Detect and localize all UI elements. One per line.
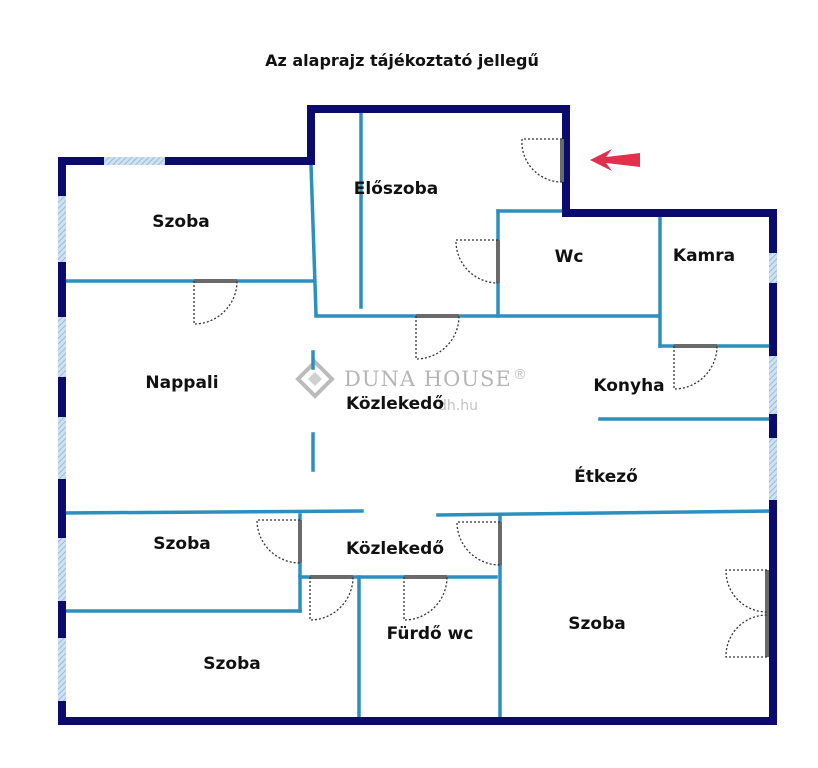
window (58, 417, 66, 479)
window (58, 538, 66, 601)
watermark: DUNA HOUSE ® dh.hu (295, 359, 527, 414)
door-eloszoba-bottom (415, 314, 460, 360)
doors (193, 138, 769, 658)
room-label-kozlekedo: Közlekedő (346, 539, 444, 559)
room-label-nappali: Nappali (145, 373, 218, 393)
door-eloszoba-wc-side (455, 239, 500, 284)
watermark-brand: DUNA HOUSE (344, 367, 512, 391)
door-szoba-mid-left (256, 519, 302, 564)
balcony-double-door (725, 569, 769, 658)
room-labels: Előszoba Szoba Wc Kamra Nappali Közleked… (145, 179, 735, 674)
door-szoba-top-left (193, 279, 238, 325)
room-label-kozlekedo: Közlekedő (346, 394, 444, 414)
watermark-registered: ® (513, 367, 527, 383)
window (104, 157, 165, 165)
door-kamra (673, 344, 718, 390)
door-entrance (521, 138, 564, 183)
room-label-szoba: Szoba (153, 534, 210, 554)
windows (58, 157, 777, 701)
window (58, 196, 66, 262)
window (769, 356, 777, 414)
plan-title: Az alaprajz tájékoztató jellegű (265, 51, 539, 70)
room-label-wc: Wc (555, 247, 584, 267)
outer-walls (58, 105, 777, 725)
room-label-eloszoba: Előszoba (354, 179, 438, 199)
window (769, 438, 777, 500)
room-label-kamra: Kamra (673, 246, 735, 266)
room-label-furdo-wc: Fürdő wc (387, 624, 474, 644)
room-label-szoba: Szoba (568, 614, 625, 634)
duna-house-logo-icon (295, 359, 335, 399)
room-label-szoba: Szoba (152, 212, 209, 232)
watermark-domain: dh.hu (438, 398, 478, 414)
window (769, 253, 777, 283)
window (58, 317, 66, 377)
room-label-szoba: Szoba (203, 654, 260, 674)
room-label-etkezo: Étkező (574, 465, 638, 487)
window (58, 638, 66, 701)
door-furdo (403, 575, 448, 621)
room-label-konyha: Konyha (593, 376, 664, 396)
entrance-arrow-icon (590, 149, 640, 171)
door-kozlekedo-right (456, 521, 502, 566)
door-szoba-bottom-left (309, 575, 354, 621)
